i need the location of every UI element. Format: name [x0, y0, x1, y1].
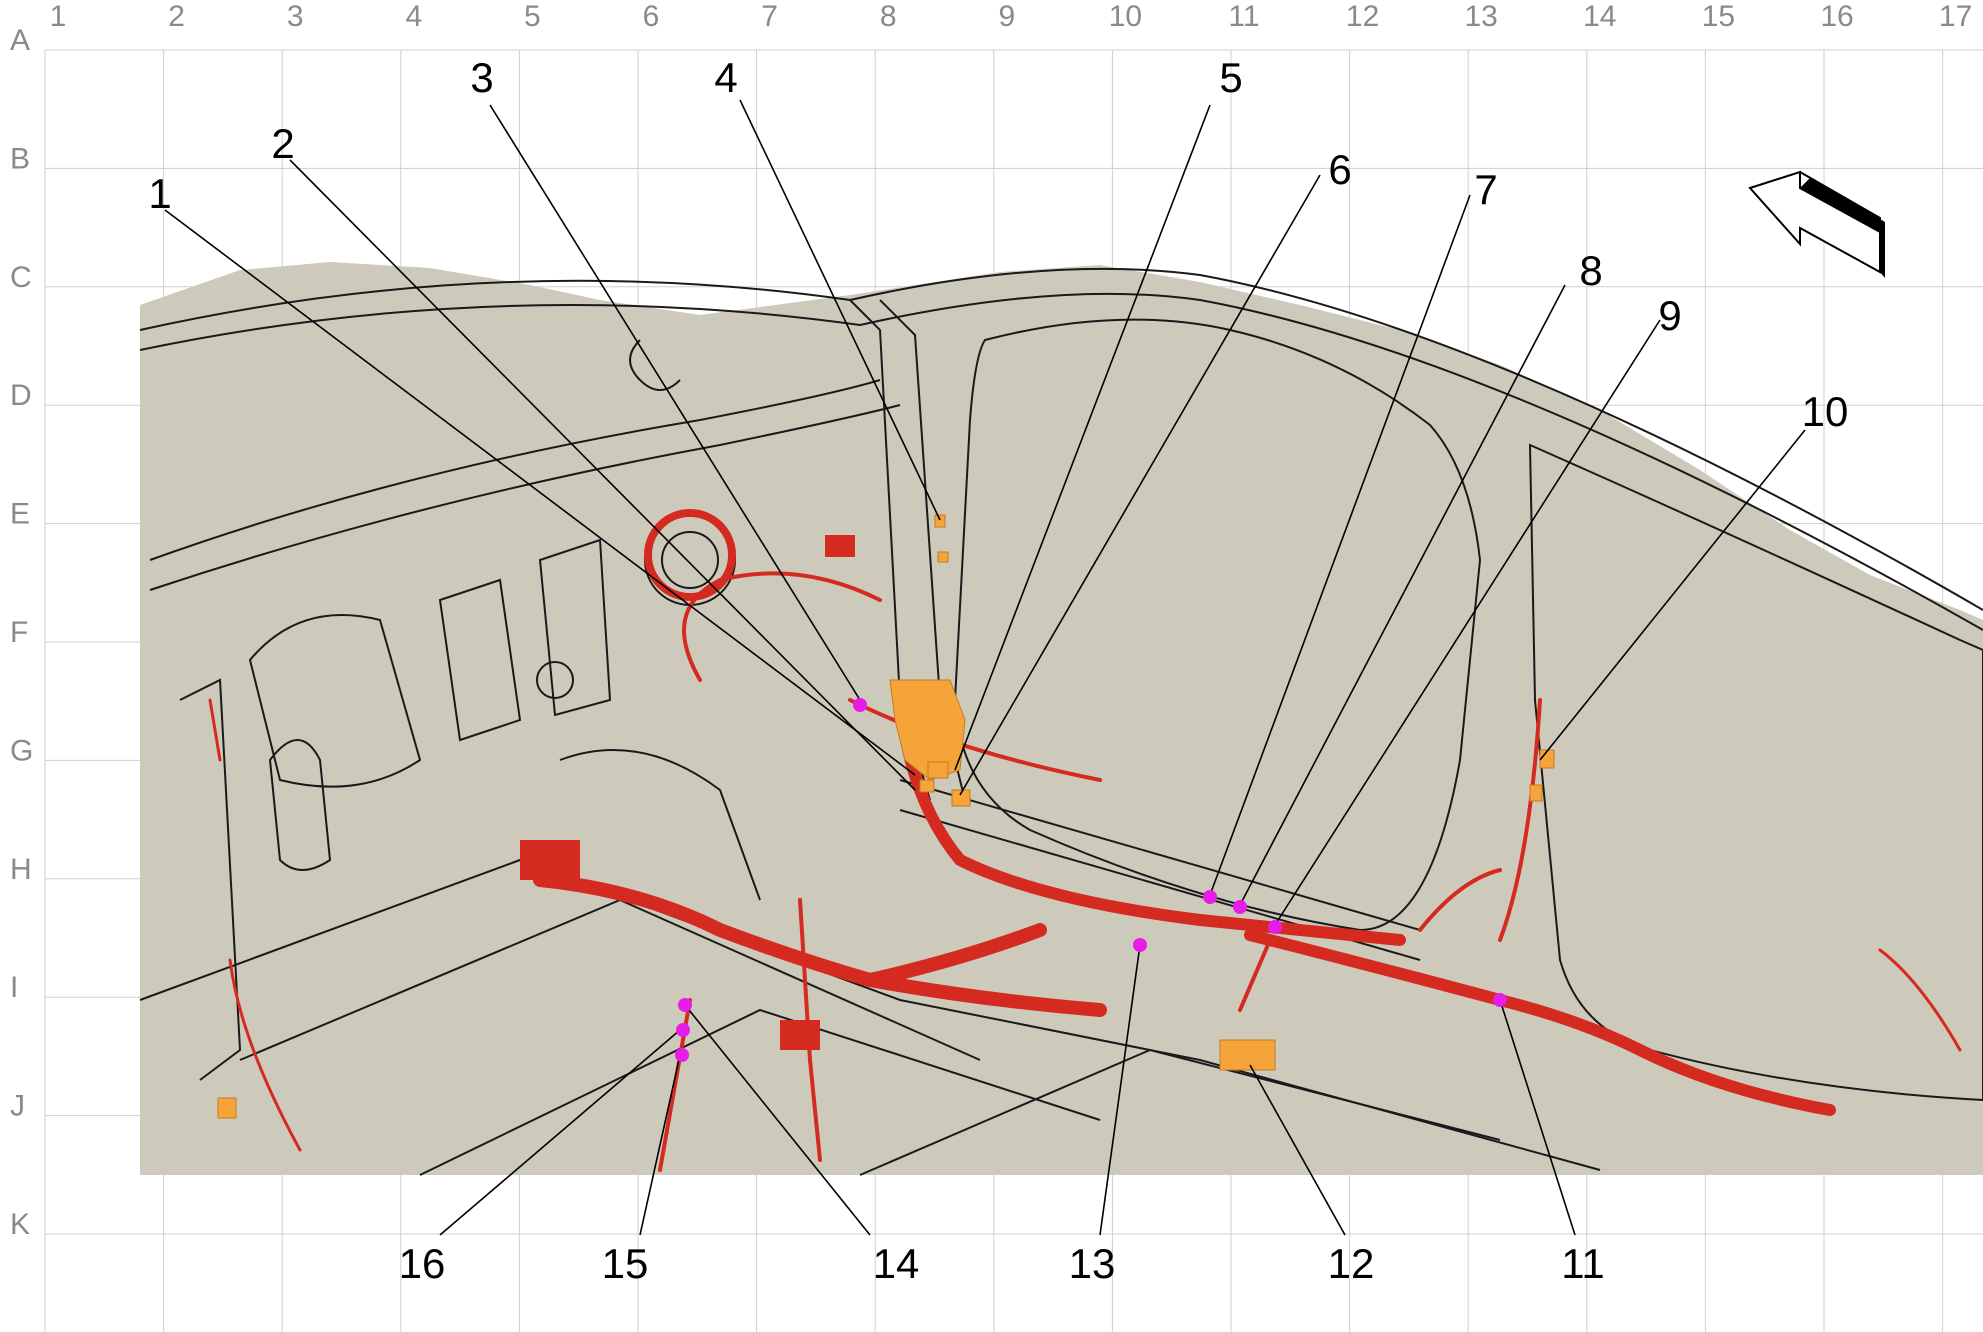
grid-column-label: 4	[405, 0, 422, 33]
callout-9: 9	[1658, 292, 1681, 339]
red-connector-block	[520, 840, 580, 880]
grid-column-label: 9	[998, 0, 1015, 33]
callout-11: 11	[1561, 1240, 1605, 1287]
grid-row-label: C	[10, 261, 32, 294]
callout-13: 13	[1069, 1240, 1116, 1287]
grid-row-label: D	[10, 379, 32, 412]
grid-column-label: 6	[643, 0, 660, 33]
connector	[1539, 749, 1555, 769]
connector	[934, 514, 946, 528]
grid-column-label: 3	[287, 0, 304, 33]
grid-column-label: 16	[1820, 0, 1853, 33]
location-point	[1493, 993, 1507, 1007]
grid-row-label: A	[10, 24, 30, 57]
callout-labels: 1 2 3 4 5 6 7 8 9 10 11 12 13 14 15 16	[148, 54, 1848, 1287]
windshield-opening	[953, 318, 1482, 932]
forward-direction-arrow-icon	[1748, 170, 1885, 278]
callout-1: 1	[148, 170, 171, 217]
grid-column-label: 17	[1939, 0, 1972, 33]
grid-row-label: H	[10, 853, 32, 886]
grid-row-label: B	[10, 142, 30, 175]
grid-column-label: 15	[1702, 0, 1735, 33]
callout-15: 15	[602, 1240, 649, 1287]
callout-4: 4	[714, 54, 737, 101]
grid-column-label: 5	[524, 0, 541, 33]
location-point	[853, 698, 867, 712]
location-point	[1203, 890, 1217, 904]
grid-column-label: 8	[880, 0, 897, 33]
grid-column-label: 12	[1346, 0, 1379, 33]
grid-row-label: G	[10, 734, 33, 767]
grid-row-label: K	[10, 1208, 30, 1241]
grid-column-label: 14	[1583, 0, 1616, 33]
red-connector-block	[825, 535, 855, 557]
callout-6: 6	[1328, 146, 1351, 193]
grid-column-label: 10	[1109, 0, 1142, 33]
grid-column-label: 2	[168, 0, 185, 33]
connector	[937, 551, 949, 563]
red-round-component	[644, 509, 736, 601]
callout-5: 5	[1219, 54, 1242, 101]
location-point	[678, 998, 692, 1012]
callout-8: 8	[1579, 247, 1602, 294]
body-panel-fill	[140, 262, 1983, 1175]
callout-7: 7	[1474, 166, 1497, 213]
connector	[1529, 784, 1543, 802]
callout-3: 3	[470, 54, 493, 101]
grid-column-label: 13	[1465, 0, 1498, 33]
connector	[1219, 1039, 1276, 1071]
grid-row-labels: A B C D E F G H I J K L	[10, 24, 33, 1332]
location-point	[1133, 938, 1147, 952]
grid-row-label: J	[10, 1090, 25, 1123]
location-point	[1233, 900, 1247, 914]
grid-column-label: 11	[1228, 0, 1259, 33]
callout-2: 2	[271, 120, 294, 167]
location-point	[676, 1023, 690, 1037]
grid-row-label: L	[10, 1326, 27, 1332]
grid-row-label: E	[10, 498, 30, 531]
callout-10: 10	[1802, 388, 1849, 435]
grid-row-label: F	[10, 616, 28, 649]
connector	[951, 789, 971, 807]
location-point	[1268, 920, 1282, 934]
red-connector-block	[780, 1020, 820, 1050]
location-point	[675, 1048, 689, 1062]
callout-12: 12	[1328, 1240, 1375, 1287]
callout-leader-lines	[164, 99, 1806, 1236]
grid-column-label: 7	[761, 0, 778, 33]
connector-highlights	[217, 514, 1555, 1119]
grid-column-label: 1	[50, 0, 67, 33]
callout-14: 14	[873, 1240, 920, 1287]
connector	[919, 779, 935, 793]
grid-row-label: I	[10, 971, 18, 1004]
connector	[217, 1097, 237, 1119]
callout-16: 16	[399, 1240, 446, 1287]
vehicle-body-illustration	[139, 262, 1983, 1176]
connector	[927, 761, 949, 779]
location-points	[675, 698, 1507, 1062]
